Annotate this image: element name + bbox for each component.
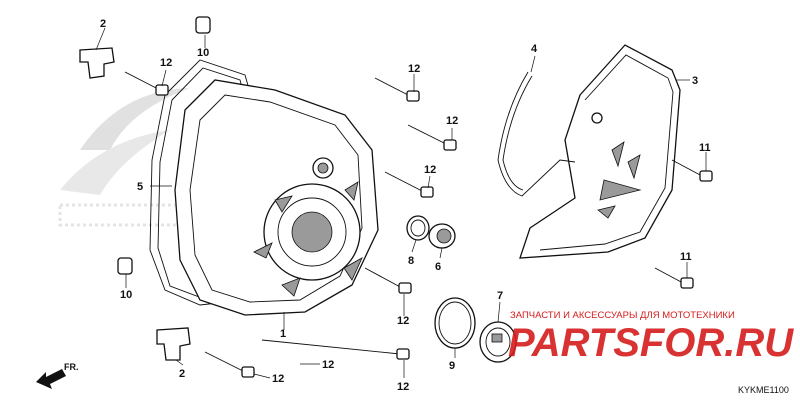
watermark-tagline: ЗАПЧАСТИ И АКСЕССУАРЫ ДЛЯ МОТОТЕХНИКИ [510,310,735,321]
callout-6: 6 [435,261,441,273]
generator-cover [174,79,379,316]
front-direction-arrow: FR. [36,362,79,389]
bolt-11-lower [654,267,694,289]
clamp-bottom [156,327,191,361]
callout-3: 3 [692,75,698,87]
sprocket-cover [519,44,681,259]
o-ring-large [434,297,476,349]
cap-plug [428,223,456,249]
bolt-e [364,267,412,294]
background-logo [58,88,212,227]
watermark-brand: PARTSFOR.RU [508,321,794,365]
dowel-pin-top [195,16,211,34]
bolts [124,71,457,378]
callout-12-f: 12 [322,359,334,371]
callout-2-top: 2 [100,18,106,30]
callout-10-bottom: 10 [120,289,132,301]
bolt-a [124,71,169,96]
callout-11-lower: 11 [680,251,692,263]
leader-lines [95,27,707,379]
direction-label: FR. [64,362,79,372]
callout-4: 4 [531,43,538,55]
bolt-g [204,351,255,378]
callout-12-b: 12 [408,63,420,75]
watermark: ЗАПЧАСТИ И АКСЕССУАРЫ ДЛЯ МОТОТЕХНИКИ PA… [508,310,794,365]
callout-12-c: 12 [446,115,458,127]
o-ring-small [406,215,430,241]
callout-5: 5 [137,181,143,193]
callout-7: 7 [497,290,503,302]
callout-12-d: 12 [424,164,436,176]
callout-11-upper: 11 [699,142,711,154]
callout-12-e: 12 [397,315,409,327]
callout-2-bottom: 2 [179,368,185,380]
bolt-d [384,171,434,198]
callout-9: 9 [449,360,455,372]
callout-12-a: 12 [160,57,172,69]
clamp-top [79,47,115,79]
callout-12-g: 12 [272,373,284,385]
guide-wire [497,71,576,197]
dowel-pin-bottom [117,257,133,275]
callout-1: 1 [280,328,286,340]
callout-12-h: 12 [397,381,409,393]
diagram-code: KYKME1100 [738,385,789,395]
bolt-b [374,77,420,102]
bolt-c [407,124,457,151]
callout-10-top: 10 [197,47,209,59]
callout-labels: 2 10 12 4 3 12 12 12 5 11 8 6 11 10 7 12… [100,18,711,393]
callout-8: 8 [408,255,414,267]
bolt-f [261,339,410,360]
